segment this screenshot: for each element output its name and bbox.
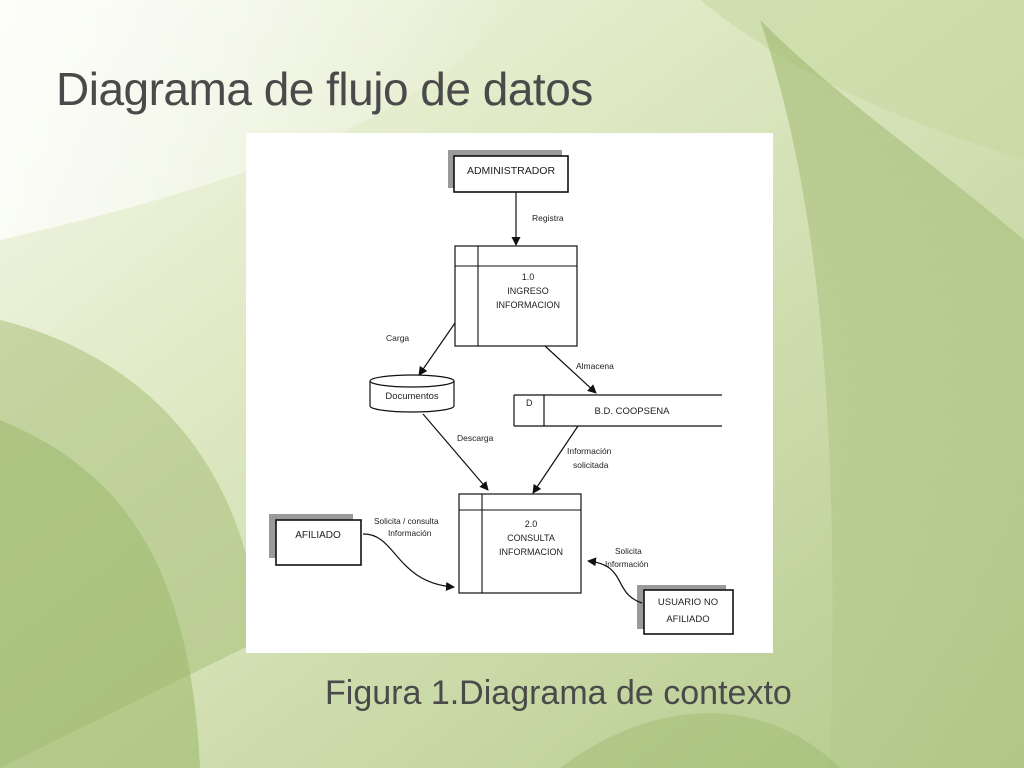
process-2-number: 2.0 <box>525 519 538 529</box>
flow-almacena-label: Almacena <box>576 361 614 371</box>
store-bd-name: B.D. COOPSENA <box>595 406 671 417</box>
entity-afiliado-label: AFILIADO <box>295 530 341 541</box>
figure-caption: Figura 1.Diagrama de contexto <box>325 674 792 712</box>
process-2-name-line1: CONSULTA <box>507 533 555 543</box>
flow-solicita-consulta-label: Solicita / consulta Información <box>374 516 441 538</box>
process-2-name-line2: INFORMACION <box>499 547 563 557</box>
process-2-consulta-informacion: 2.0 CONSULTA INFORMACION <box>458 493 582 594</box>
entity-afiliado: AFILIADO <box>269 514 362 566</box>
flow-descarga-label: Descarga <box>457 433 494 443</box>
store-bd-coopsena: D B.D. COOPSENA <box>513 394 722 427</box>
entity-usuario-no-afiliado: USUARIO NO AFILIADO <box>637 585 734 635</box>
store-documentos-label: Documentos <box>385 391 439 402</box>
entity-usuario-label-line2: AFILIADO <box>666 614 709 625</box>
process-1-name-line1: INGRESO <box>507 286 549 296</box>
flow-almacena-arrow <box>544 345 597 394</box>
flow-carga-label: Carga <box>386 333 409 343</box>
flow-solicita-informacion-label: Solicita Información <box>605 546 649 569</box>
process-1-name-line2: INFORMACION <box>496 300 560 310</box>
store-documentos: Documentos <box>369 374 455 413</box>
entity-administrador-label: ADMINISTRADOR <box>467 165 556 177</box>
context-diagram: ADMINISTRADOR Registra 1.0 INGRESO INFOR… <box>246 133 773 653</box>
entity-administrador: ADMINISTRADOR <box>448 150 569 193</box>
process-1-ingreso-informacion: 1.0 INGRESO INFORMACION <box>454 245 578 347</box>
process-1-number: 1.0 <box>522 272 535 282</box>
store-bd-id: D <box>526 398 533 408</box>
flow-registra-label: Registra <box>532 213 564 223</box>
flow-solicita-informacion-arrow <box>587 557 643 604</box>
flow-carga-arrow <box>418 322 456 376</box>
flow-informacion-solicitada-label: Información solicitada <box>567 446 614 470</box>
flow-solicita-consulta-arrow <box>362 533 455 591</box>
slide-title: Diagrama de flujo de datos <box>56 63 593 115</box>
flow-descarga-arrow <box>422 413 489 491</box>
flow-informacion-solicitada-arrow <box>532 425 579 494</box>
entity-usuario-label-line1: USUARIO NO <box>658 597 718 608</box>
